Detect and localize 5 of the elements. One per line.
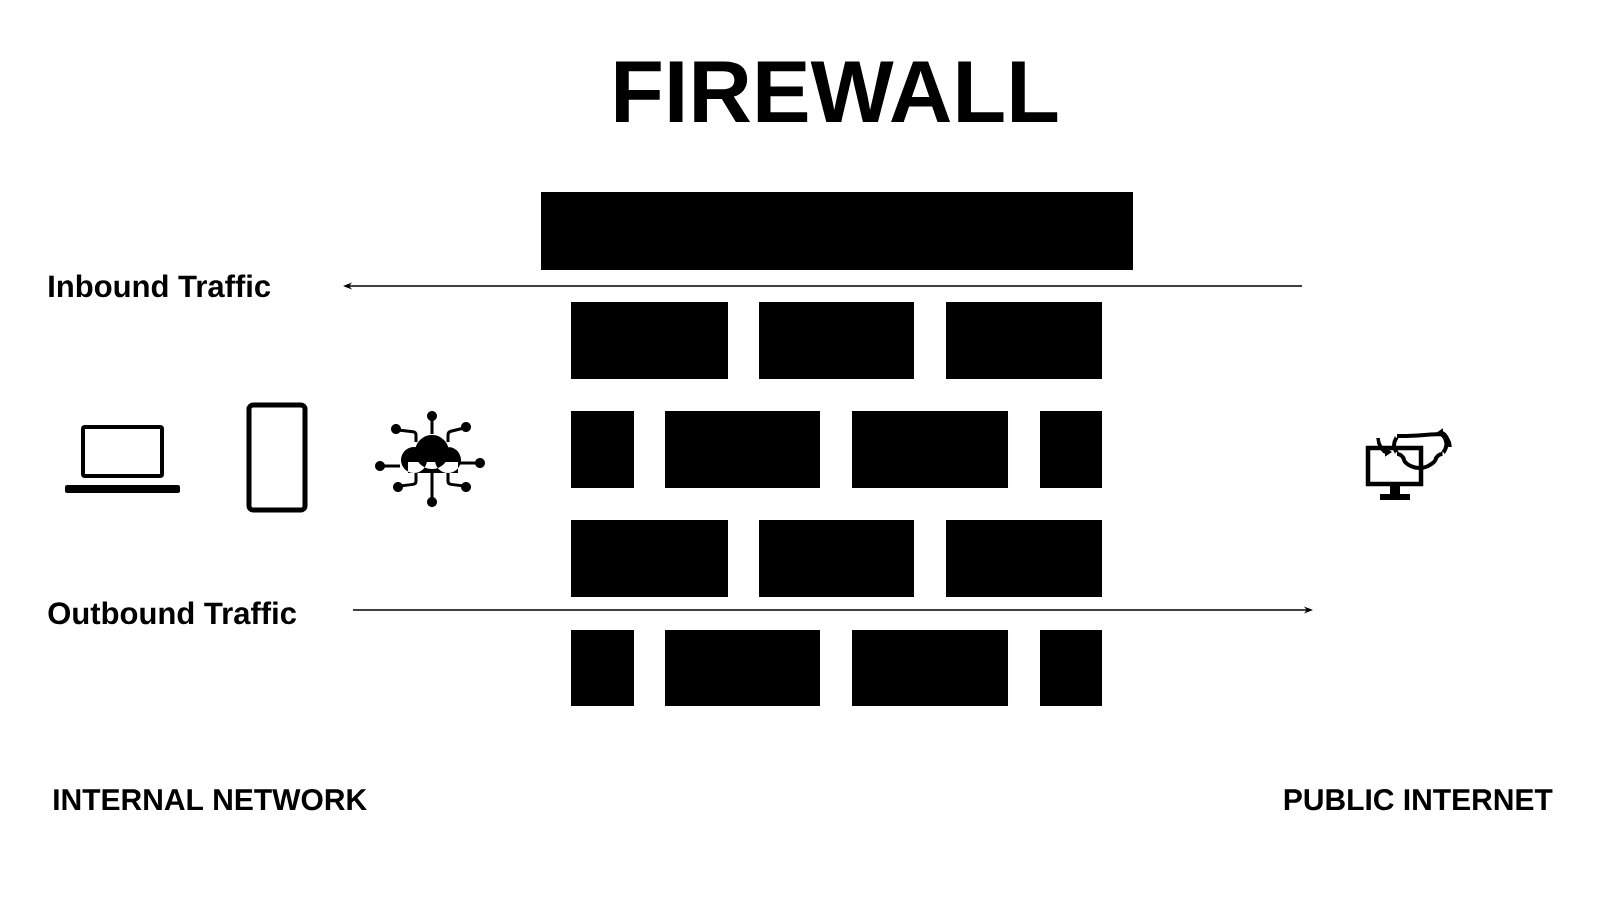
traffic-label: Outbound Traffic xyxy=(48,601,297,625)
traffic-label: Inbound Traffic xyxy=(49,274,271,298)
title: FIREWALL xyxy=(616,61,1058,122)
zone-label: PUBLIC INTERNET xyxy=(1284,789,1553,811)
zone-label: INTERNAL NETWORK xyxy=(54,789,367,811)
